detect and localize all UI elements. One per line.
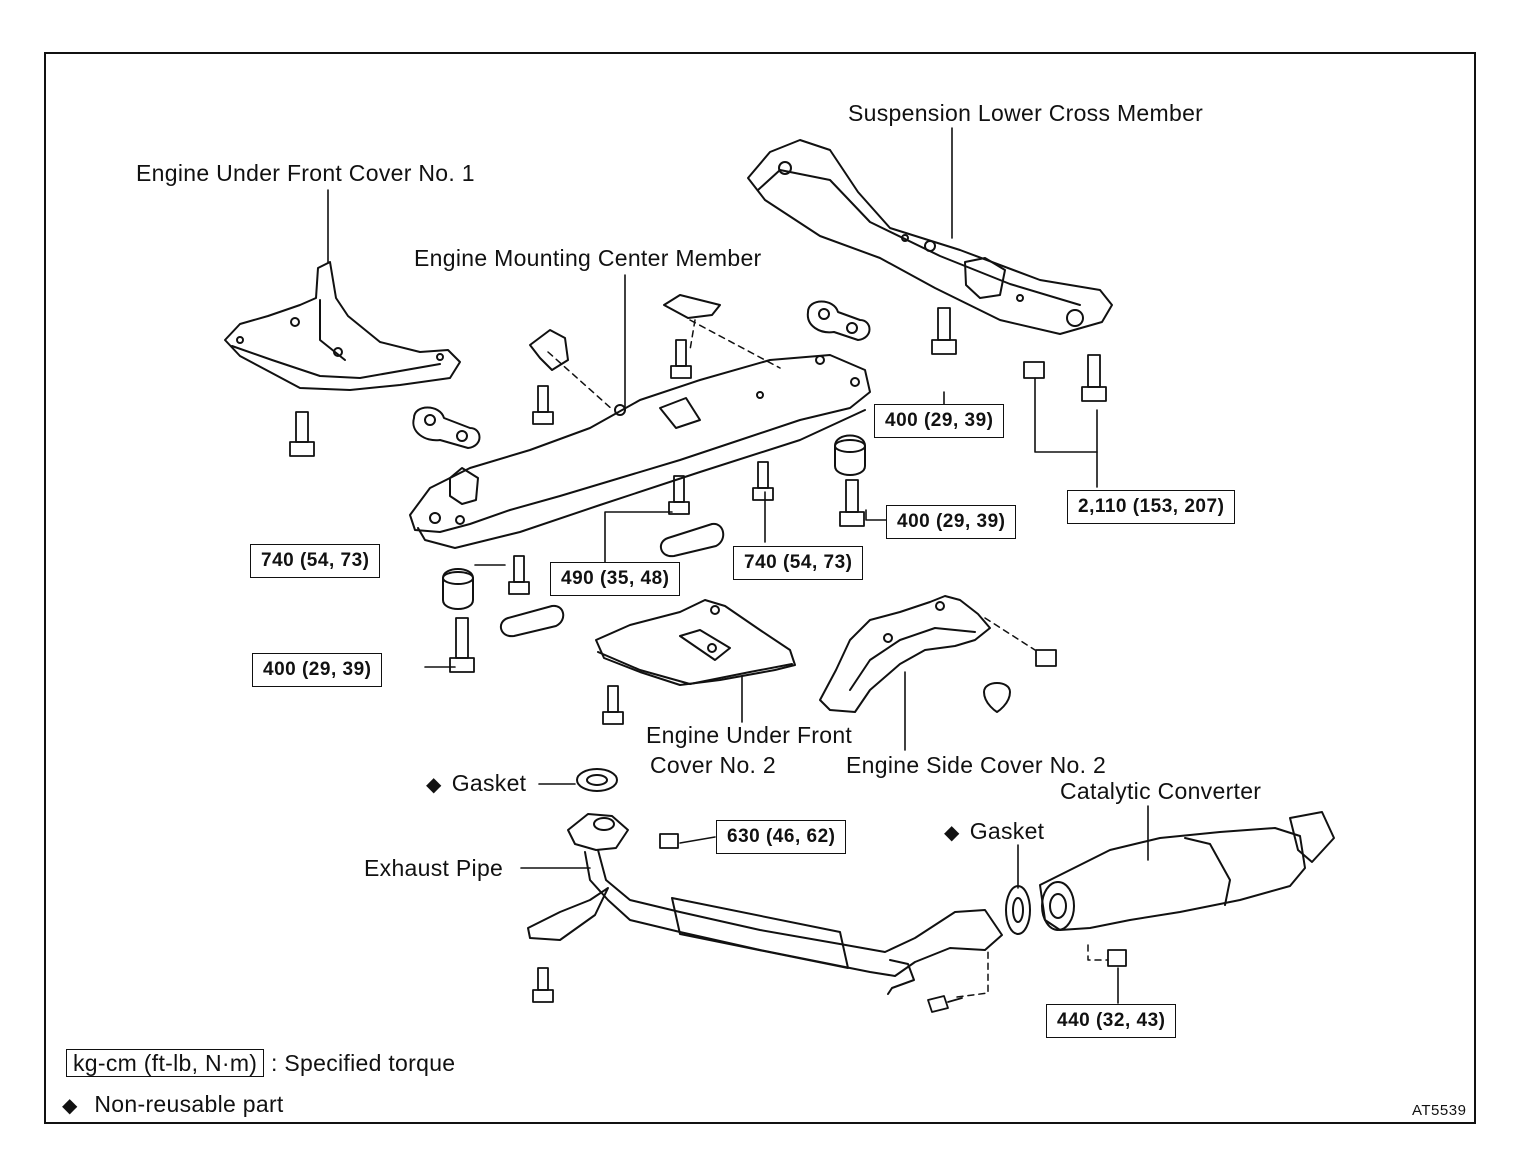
under-cover-2-drawing xyxy=(595,599,796,686)
label-catalytic-converter: Catalytic Converter xyxy=(1060,778,1262,804)
side-cover-2-drawing xyxy=(819,595,1011,713)
torque-box-740-a: 740 (54, 73) xyxy=(250,544,381,578)
mount-parts-drawing xyxy=(412,294,871,638)
label-center-member: Engine Mounting Center Member xyxy=(414,245,762,271)
dashed-guides xyxy=(547,319,1109,998)
label-gasket-front: ◆ Gasket xyxy=(426,770,526,799)
label-under-front-cover-1: Engine Under Front Cover No. 1 xyxy=(136,160,475,186)
gaskets-drawing xyxy=(576,768,1031,935)
torque-box-400-c: 400 (29, 39) xyxy=(252,653,383,687)
catalytic-converter-drawing xyxy=(1039,811,1335,931)
torque-box-400-b: 400 (29, 39) xyxy=(886,505,1017,539)
nonreusable-icon: ◆ xyxy=(426,774,442,796)
gasket-rear-text: Gasket xyxy=(969,818,1045,844)
torque-box-400-a: 400 (29, 39) xyxy=(874,404,1005,438)
legend-nonreusable: ◆ Non-reusable part xyxy=(62,1091,284,1120)
label-suspension-cross-member: Suspension Lower Cross Member xyxy=(848,100,1204,126)
center-member-drawing xyxy=(409,354,871,549)
under-cover-1-drawing xyxy=(224,261,461,391)
legend-nonreusable-text: Non-reusable part xyxy=(94,1091,284,1117)
figure-code: AT5539 xyxy=(1412,1102,1467,1119)
bolts-drawing xyxy=(289,307,1127,1013)
label-exhaust-pipe: Exhaust Pipe xyxy=(364,855,504,881)
exhaust-pipe-drawing xyxy=(527,813,1003,995)
nonreusable-icon: ◆ xyxy=(62,1095,78,1117)
torque-box-2110: 2,110 (153, 207) xyxy=(1067,490,1236,524)
gasket-front-text: Gasket xyxy=(451,770,527,796)
diagram-frame xyxy=(44,52,1476,1124)
legend-unit-box: kg-cm (ft-lb, N·m) xyxy=(66,1049,265,1077)
suspension-cross-member-drawing xyxy=(747,139,1113,335)
legend-torque: kg-cm (ft-lb, N·m) : Specified torque xyxy=(66,1049,456,1077)
label-under-front-cover-2-line1: Engine Under Front xyxy=(646,722,853,748)
label-gasket-rear: ◆ Gasket xyxy=(944,818,1044,847)
label-under-front-cover-2-line2: Cover No. 2 xyxy=(650,752,777,778)
torque-box-630: 630 (46, 62) xyxy=(716,820,847,854)
torque-box-440: 440 (32, 43) xyxy=(1046,1004,1177,1038)
legend-unit-text: : Specified torque xyxy=(270,1050,456,1076)
torque-box-740-b: 740 (54, 73) xyxy=(733,546,864,580)
torque-box-490: 490 (35, 48) xyxy=(550,562,681,596)
label-side-cover-2: Engine Side Cover No. 2 xyxy=(846,752,1107,778)
nonreusable-icon: ◆ xyxy=(944,822,960,844)
